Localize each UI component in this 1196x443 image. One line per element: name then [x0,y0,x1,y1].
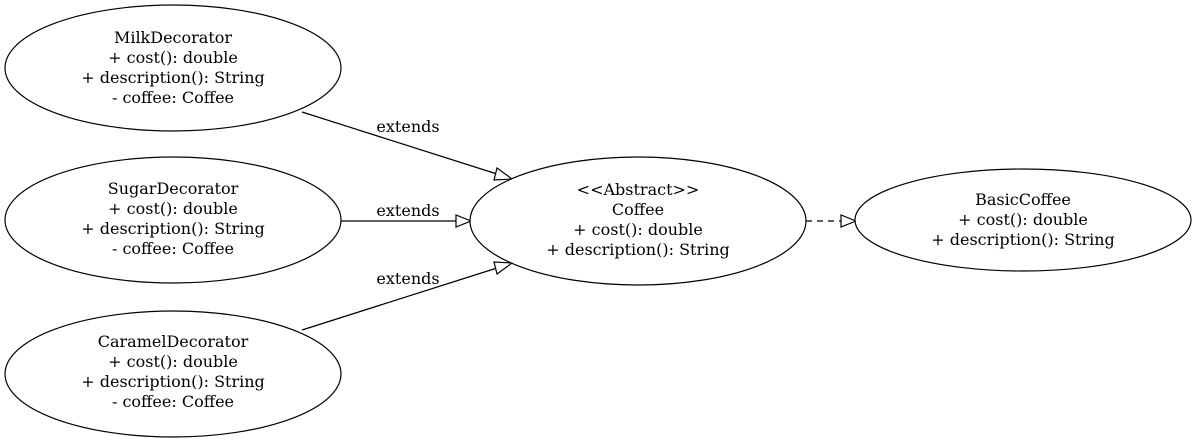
node-ellipse [854,168,1192,272]
node-method: + description(): String [931,230,1115,249]
hollow-arrowhead-icon [493,166,514,181]
node-title: CaramelDecorator [98,332,249,351]
node-method: + description(): String [81,68,265,87]
edge-coffee-to-basic [806,214,858,228]
node-method: + cost(): double [958,210,1088,229]
edge-milk-to-coffee: extends [301,111,514,181]
node-ellipse [469,156,807,286]
node-ellipse [4,156,342,284]
node-title: MilkDecorator [114,28,232,47]
edge-label: extends [376,201,439,220]
node-method: + cost(): double [108,48,238,67]
edge-line [301,267,498,331]
edge-label: extends [376,117,439,136]
node-title: SugarDecorator [108,179,239,198]
hollow-arrowhead-icon [493,261,514,276]
hollow-arrowhead-icon [840,214,858,228]
node-sugar-decorator: SugarDecorator + cost(): double + descri… [4,156,342,284]
node-ellipse [4,310,342,438]
node-basic-coffee: BasicCoffee + cost(): double + descripti… [854,168,1192,272]
edge-caramel-to-coffee: extends [301,261,514,331]
hollow-arrowhead-icon [455,214,473,228]
edge-line [301,111,498,175]
node-field: - coffee: Coffee [112,239,234,258]
node-method: + description(): String [81,372,265,391]
node-milk-decorator: MilkDecorator + cost(): double + descrip… [4,4,342,132]
node-stereotype: <<Abstract>> [577,180,700,199]
node-coffee-abstract: <<Abstract>> Coffee + cost(): double + d… [469,156,807,286]
node-caramel-decorator: CaramelDecorator + cost(): double + desc… [4,310,342,438]
node-ellipse [4,4,342,132]
edge-sugar-to-coffee: extends [341,201,473,228]
node-title: BasicCoffee [975,190,1071,209]
node-field: - coffee: Coffee [112,88,234,107]
node-field: - coffee: Coffee [112,392,234,411]
node-title: Coffee [612,200,664,219]
node-method: + cost(): double [108,199,238,218]
edge-label: extends [376,269,439,288]
node-method: + cost(): double [573,220,703,239]
node-method: + description(): String [81,219,265,238]
node-method: + description(): String [546,240,730,259]
node-method: + cost(): double [108,352,238,371]
